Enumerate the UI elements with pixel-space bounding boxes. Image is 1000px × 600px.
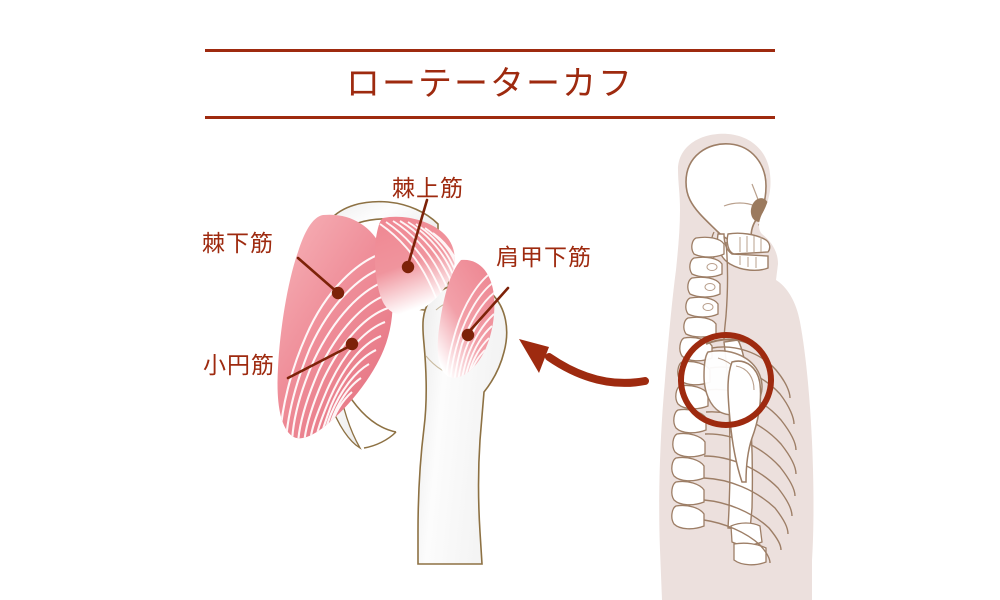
callout-arrow <box>519 339 649 387</box>
dot-teres-minor <box>345 337 359 351</box>
label-subscapularis: 肩甲下筋 <box>496 245 592 271</box>
dot-subscapularis <box>461 328 475 342</box>
shoulder-highlight-circle <box>678 332 774 428</box>
upper-teeth <box>739 236 762 252</box>
label-infraspinatus: 棘下筋 <box>202 231 274 257</box>
lower-teeth <box>739 256 757 268</box>
label-anchor-dots <box>331 260 475 351</box>
dot-infraspinatus <box>331 286 345 300</box>
skeleton-bones <box>671 143 797 566</box>
lumbar-vertebra <box>733 542 767 566</box>
maxilla <box>726 232 771 255</box>
cranium <box>685 143 767 243</box>
leader-line-subscapularis <box>465 286 510 336</box>
infraspinatus-belly <box>277 214 393 439</box>
arrow-head <box>519 339 549 373</box>
leader-line-infraspinatus <box>296 256 339 294</box>
title-block: ローテーターカフ <box>205 42 775 122</box>
xiphoid-process <box>730 522 763 546</box>
leader-line-teres-minor <box>286 343 354 380</box>
title-rule-top <box>205 49 775 52</box>
humeral-head-skeleton <box>735 365 755 391</box>
title-rule-bottom <box>205 116 775 119</box>
shoulder-anatomy-illustration <box>277 198 510 565</box>
label-teres-minor: 小円筋 <box>203 353 275 379</box>
skeleton-figure <box>659 133 814 600</box>
page-title: ローテーターカフ <box>346 64 634 104</box>
arrow-curve <box>545 353 649 387</box>
label-leader-lines <box>286 198 510 380</box>
label-supraspinatus: 棘上筋 <box>392 176 464 202</box>
figure-area: 棘上筋 棘下筋 肩甲下筋 小円筋 <box>0 130 1000 600</box>
scapula-inferior-angle <box>363 431 397 449</box>
supraspinatus-belly <box>374 216 455 315</box>
cervical-spine <box>683 236 725 338</box>
leader-line-supraspinatus <box>406 198 429 267</box>
dot-supraspinatus <box>401 260 415 274</box>
cervical-foramina <box>702 263 718 311</box>
